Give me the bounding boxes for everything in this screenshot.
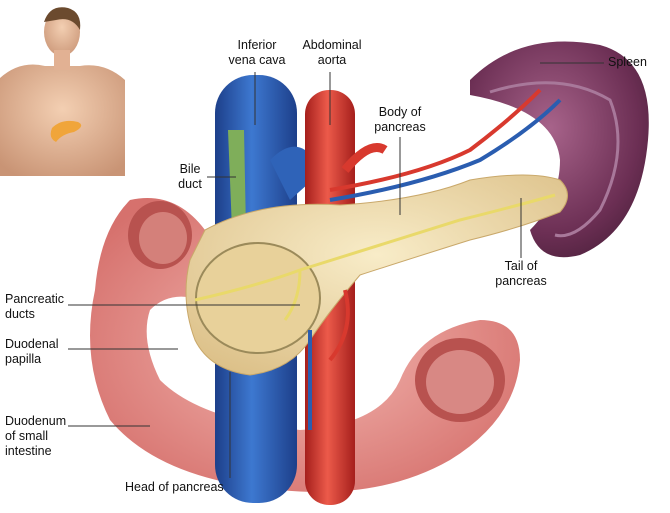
pancreatic-duct [194, 193, 556, 302]
label-line: vena cava [228, 53, 286, 67]
label-line: Inferior [237, 38, 277, 52]
label-line: ducts [5, 307, 35, 321]
label-spleen: Spleen [608, 55, 647, 69]
label-line: Pancreatic [5, 292, 65, 306]
body-location-thumbnail [0, 7, 125, 176]
leader-lines [68, 62, 604, 478]
label-line: pancreas [374, 120, 426, 134]
label-line: Tail of [504, 259, 538, 273]
bile-duct-shape [228, 130, 246, 230]
label-line: duct [178, 177, 202, 191]
pancreas-location-icon [50, 120, 82, 142]
label-line: intestine [5, 444, 52, 458]
label-line: pancreas [495, 274, 547, 288]
label-line: papilla [5, 352, 42, 366]
label-line: aorta [317, 53, 347, 67]
label-line: Duodenal [5, 337, 59, 351]
label-line: of small [5, 429, 49, 443]
label-line: Bile [179, 162, 201, 176]
label-line: Duodenum [5, 414, 67, 428]
label-line: Body of [378, 105, 422, 119]
label-head-of-pancreas: Head of pancreas [125, 480, 224, 494]
label-line: Abdominal [302, 38, 362, 52]
